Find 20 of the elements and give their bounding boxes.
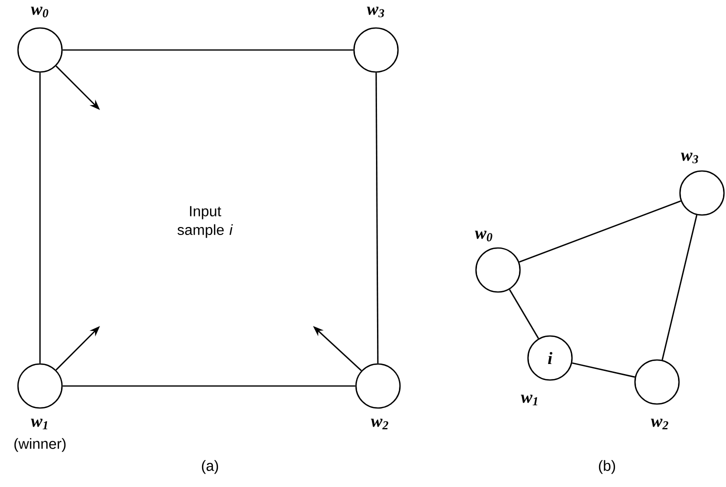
weight-label: w$_{0}$ [474,230,492,242]
panel-caption: (b) [598,460,616,474]
center-text: Input sample i [178,206,233,238]
connector-line [508,289,540,339]
weight-label: w$_{1}$ [30,418,48,430]
connector-line [39,72,41,364]
weight-label: w$_{3}$ [680,152,698,164]
weight-label: w$_{3}$ [366,6,384,18]
weight-label: w$_{0}$ [30,6,48,18]
connector-line [662,214,698,360]
connector-line [62,49,354,51]
weight-label: w$_{2}$ [370,418,388,430]
weight-label: w$_{2}$ [650,418,668,430]
connector-line [62,385,356,387]
connector-line [572,362,636,378]
panel-caption: (a) [202,460,218,474]
connector-line [518,200,682,263]
weight-label: w$_{1}$ [520,394,538,406]
annotation-text: (winner) [14,438,66,452]
connector-line [375,72,379,364]
